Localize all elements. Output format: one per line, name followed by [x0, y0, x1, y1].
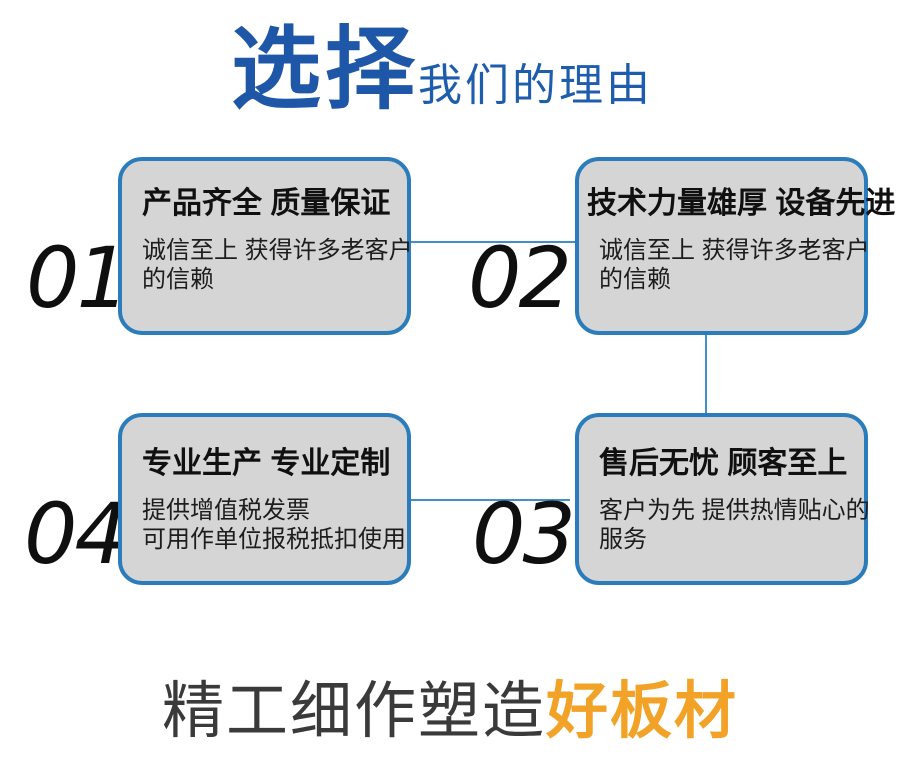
reason-card-customization: 专业生产 专业定制 提供增值税发票 可用作单位报税抵扣使用	[118, 413, 411, 585]
connector-line-vertical	[705, 333, 707, 413]
connector-line-bottom	[411, 499, 570, 501]
reason-card-body-line1: 诚信至上 获得许多老客户	[142, 237, 413, 264]
reason-card-title: 专业生产 专业定制	[142, 447, 391, 480]
reason-number-01: 01	[26, 229, 130, 327]
reason-number-02: 02	[468, 229, 572, 327]
reason-card-service: 售后无忧 顾客至上 客户为先 提供热情贴心的 服务	[575, 413, 870, 585]
reason-card-body: 诚信至上 获得许多老客户 的信赖	[142, 236, 413, 294]
reason-card-body: 客户为先 提供热情贴心的 服务	[599, 496, 870, 554]
reason-card-title: 产品齐全 质量保证	[142, 187, 391, 220]
footer-tagline-gray: 精工细作塑造	[161, 677, 546, 746]
reason-card-products: 产品齐全 质量保证 诚信至上 获得许多老客户 的信赖	[118, 157, 413, 335]
reason-card-body-line1: 提供增值税发票	[142, 497, 310, 524]
footer-tagline: 精工细作塑造好板材	[0, 679, 900, 745]
reason-card-body-line2: 的信赖	[142, 266, 214, 293]
reason-card-title: 技术力量雄厚 设备先进	[587, 187, 896, 220]
page-title-rest: 我们的理由	[418, 61, 653, 110]
connector-line-top	[411, 241, 575, 243]
reason-number-03: 03	[472, 485, 576, 583]
reason-card-body-line1: 诚信至上 获得许多老客户	[599, 237, 870, 264]
reason-card-body-line2: 服务	[599, 526, 647, 553]
reason-number-04: 04	[24, 485, 128, 583]
reason-card-body: 诚信至上 获得许多老客户 的信赖	[587, 236, 870, 294]
reason-card-body-line2: 的信赖	[599, 266, 671, 293]
page-title-emphasis: 选择	[231, 20, 419, 120]
reason-card-body-line2: 可用作单位报税抵扣使用	[142, 526, 406, 553]
footer-tagline-orange: 好板材	[546, 677, 739, 746]
reason-card-title: 售后无忧 顾客至上	[599, 447, 848, 480]
reason-card-technology: 技术力量雄厚 设备先进 诚信至上 获得许多老客户 的信赖	[575, 157, 896, 335]
reason-card-body: 提供增值税发票 可用作单位报税抵扣使用	[142, 496, 406, 554]
reason-card-body-line1: 客户为先 提供热情贴心的	[599, 497, 870, 524]
